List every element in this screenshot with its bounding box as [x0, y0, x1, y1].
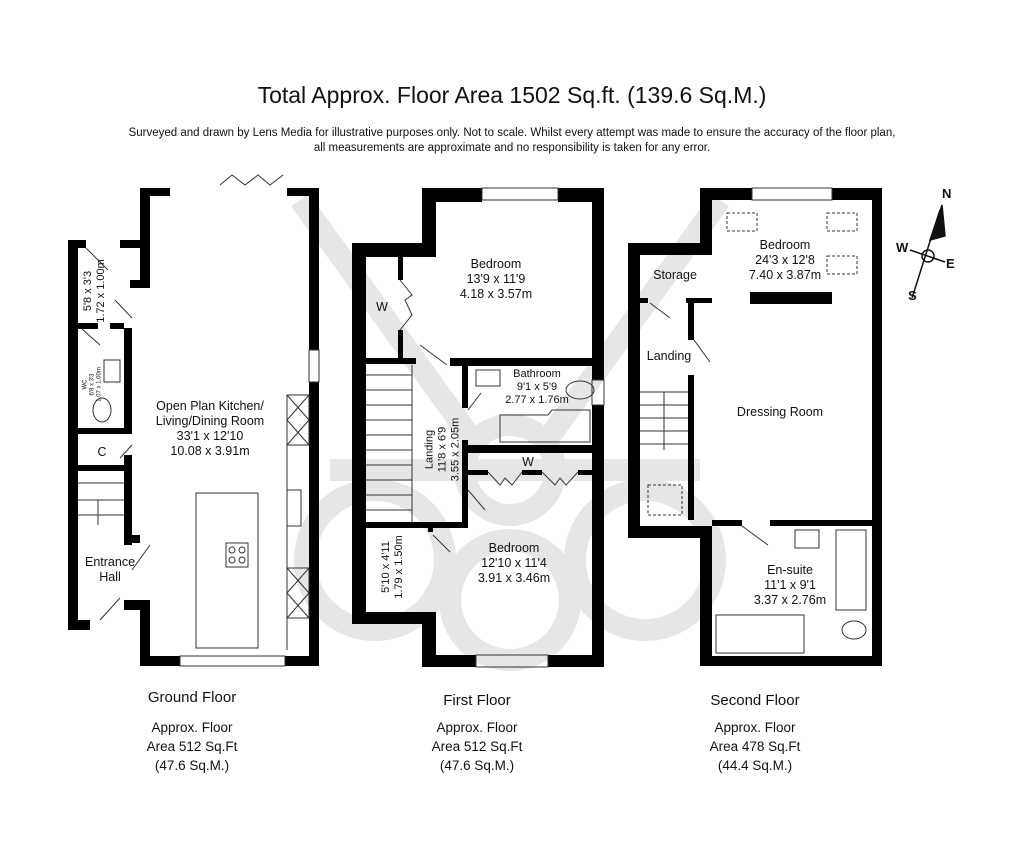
room-dimensions-metric: 10.08 x 3.91m	[170, 444, 250, 458]
room-dimensions-imperial: 6'8 x 3'3	[89, 373, 96, 396]
floor-title-ground: Ground Floor	[147, 689, 237, 706]
room-name: Bedroom	[759, 238, 811, 252]
room-dimensions-imperial: 24'3 x 12'8	[755, 253, 815, 267]
room-label-bathroom: Bathroom 9'1 x 5'9 2.77 x 1.76m	[482, 368, 592, 407]
compass-north-label: N	[942, 186, 952, 201]
room-dimensions-metric: 1.79 x 1.50m	[393, 535, 405, 599]
room-label-bedroom-1: Bedroom 13'9 x 11'9 4.18 x 3.57m	[436, 257, 556, 302]
ground-floor-plan	[68, 188, 319, 666]
room-label-wardrobe-2: W	[522, 455, 534, 469]
room-label-entrance-hall: Entrance Hall	[78, 555, 142, 585]
compass-icon	[909, 204, 946, 299]
room-dimensions-metric: 1.72 x 1.00m	[95, 259, 107, 323]
first-floor-plan	[352, 188, 604, 667]
area-line2: Area 512 Sq.Ft	[431, 739, 523, 754]
room-name-line2: Living/Dining Room	[155, 414, 265, 428]
area-line1: Approx. Floor	[714, 720, 796, 735]
room-name: Bedroom	[488, 541, 540, 555]
room-label-ensuite: En-suite 11'1 x 9'1 3.37 x 2.76m	[740, 563, 840, 608]
disclaimer-line-1: Surveyed and drawn by Lens Media for ill…	[128, 127, 896, 139]
room-dimensions-metric: 7.40 x 3.87m	[748, 268, 822, 282]
compass-south-label: S	[908, 288, 917, 303]
room-label-wc: WC 6'8 x 3'3 1.07 x 1.00m	[83, 360, 104, 410]
room-name: Bedroom	[470, 257, 522, 271]
floor-title-first: First Floor	[443, 692, 511, 709]
area-line2: Area 512 Sq.Ft	[146, 739, 238, 754]
floor-area-ground: Approx. Floor Area 512 Sq.Ft (47.6 Sq.M.…	[92, 718, 292, 775]
room-label-wardrobe-1: W	[376, 300, 388, 314]
room-label-kitchen: Open Plan Kitchen/ Living/Dining Room 33…	[140, 399, 280, 459]
compass-west-label: W	[896, 240, 909, 255]
room-name-line1: Open Plan Kitchen/	[156, 399, 264, 413]
room-dimensions-imperial: 9'1 x 5'9	[516, 381, 558, 393]
room-dimensions-imperial: 11'1 x 9'1	[764, 578, 816, 592]
room-label-landing-second: Landing	[646, 349, 692, 363]
room-dimensions-metric: 3.55 x 2.05m	[449, 417, 462, 482]
area-line3: (44.4 Sq.M.)	[717, 758, 793, 773]
room-name: Landing	[423, 429, 436, 470]
room-name: Bathroom	[513, 368, 561, 380]
room-label-dressing-room: Dressing Room	[736, 405, 824, 419]
room-name: En-suite	[767, 563, 813, 577]
room-name-line2: Hall	[99, 570, 121, 584]
area-line2: Area 478 Sq.Ft	[709, 739, 801, 754]
area-line1: Approx. Floor	[151, 720, 233, 735]
room-dimensions-imperial: 33'1 x 12'10	[176, 429, 244, 443]
second-floor-plan	[628, 188, 882, 666]
second-floor-fixtures	[640, 187, 867, 654]
room-dimensions-imperial: 11'8 x 6'9	[436, 426, 449, 473]
room-dimensions-metric: 2.77 x 1.76m	[505, 394, 569, 406]
room-dimensions-imperial: 5'10 x 4'11	[380, 541, 392, 593]
floor-area-second: Approx. Floor Area 478 Sq.Ft (44.4 Sq.M.…	[655, 718, 855, 775]
compass-east-label: E	[946, 256, 955, 271]
room-dimensions-metric: 3.91 x 3.46m	[477, 571, 551, 585]
room-label-bedroom-2: Bedroom 12'10 x 11'4 3.91 x 3.46m	[454, 541, 574, 586]
room-dimensions-imperial: 12'10 x 11'4	[481, 556, 547, 570]
disclaimer: Surveyed and drawn by Lens Media for ill…	[60, 126, 964, 156]
room-label-storage: Storage	[653, 268, 697, 282]
room-label-cupboard: C	[97, 445, 107, 459]
floor-area-first: Approx. Floor Area 512 Sq.Ft (47.6 Sq.M.…	[377, 718, 577, 775]
area-line3: (47.6 Sq.M.)	[439, 758, 515, 773]
room-label-store: 5'10 x 4'11 1.79 x 1.50m	[380, 526, 406, 608]
area-line1: Approx. Floor	[436, 720, 518, 735]
first-floor-fixtures	[366, 187, 605, 668]
room-name: WC	[82, 379, 89, 390]
room-dimensions-metric: 1.07 x 1.00m	[96, 367, 103, 402]
room-dimensions-metric: 4.18 x 3.57m	[459, 287, 533, 301]
disclaimer-line-2: all measurements are approximate and no …	[313, 142, 711, 154]
room-dimensions-imperial: 5'8 x 3'3	[82, 270, 94, 312]
room-label-bedroom-second: Bedroom 24'3 x 12'8 7.40 x 3.87m	[730, 238, 840, 283]
room-name-line1: Entrance	[84, 555, 136, 569]
room-label-utility: 5'8 x 3'3 1.72 x 1.00m	[82, 251, 108, 331]
floor-title-second: Second Floor	[710, 692, 800, 709]
room-dimensions-metric: 3.37 x 2.76m	[753, 593, 827, 607]
room-dimensions-imperial: 13'9 x 11'9	[466, 272, 526, 286]
ground-floor-fixtures	[78, 174, 320, 667]
area-line3: (47.6 Sq.M.)	[154, 758, 230, 773]
page-title: Total Approx. Floor Area 1502 Sq.ft. (13…	[257, 82, 767, 108]
room-label-landing: Landing 11'8 x 6'9 3.55 x 2.05m	[424, 395, 463, 505]
